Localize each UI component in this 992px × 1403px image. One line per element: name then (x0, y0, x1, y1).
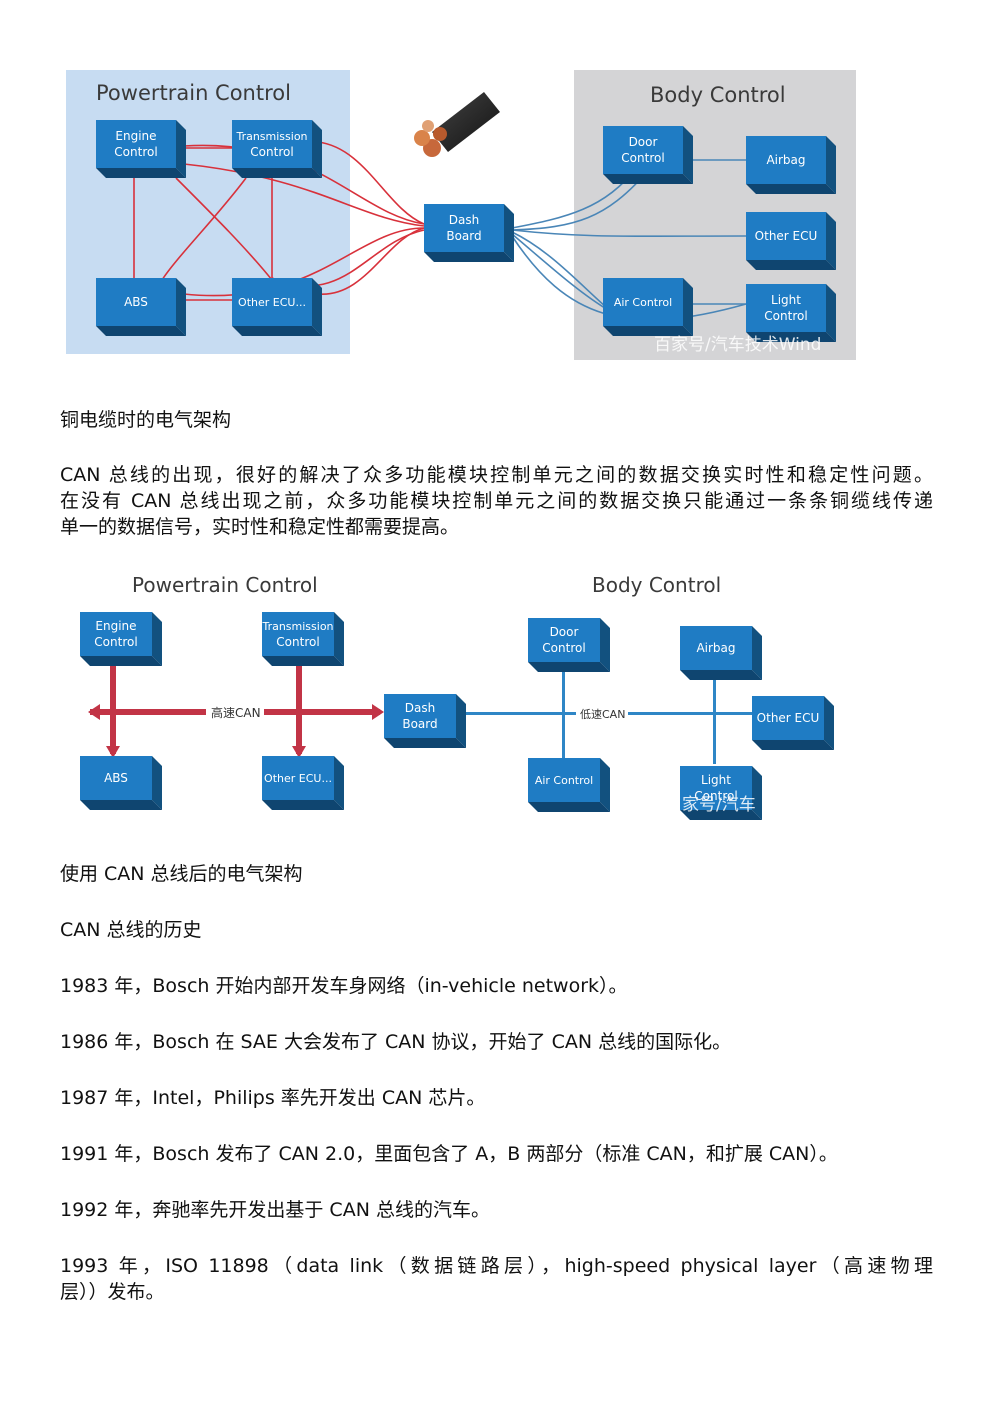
history-heading: CAN 总线的历史 (60, 917, 933, 943)
ecu-node-other_pt: Other ECU... (232, 278, 322, 336)
ecu-node-label: Other ECU... (238, 296, 306, 309)
ecu-node-label: Control (764, 309, 807, 323)
ecu-node-label: Control (250, 145, 293, 159)
history-item: 1993 年，ISO 11898（data link（数据链路层），high-s… (60, 1253, 933, 1305)
history-line: 层））发布。 (60, 1279, 933, 1305)
ecu-node-other_body: Other ECU (746, 212, 836, 270)
ecu-node-label: Other ECU (757, 711, 820, 725)
ecu-node-label: Board (402, 717, 437, 731)
ecu-node-label: ABS (104, 771, 128, 785)
ecu-node-label: Transmission (261, 620, 333, 633)
powertrain-title: Powertrain Control (132, 573, 318, 597)
caption-can: 使用 CAN 总线后的电气架构 (60, 861, 933, 887)
low-can-label: 低速CAN (580, 708, 625, 721)
watermark: 百家号/汽车技术Wind (654, 335, 821, 355)
ecu-node-other_pt: Other ECU... (262, 756, 344, 810)
ecu-node-label: Light (701, 773, 731, 787)
ecu-node-air: Air Control (528, 758, 610, 812)
history-item: 1986 年，Bosch 在 SAE 大会发布了 CAN 协议，开始了 CAN … (60, 1029, 933, 1055)
copper-cable-architecture-diagram: Powertrain Control Body Control EngineCo… (66, 68, 858, 362)
ecu-node-label: Door (629, 135, 658, 149)
history-item: 1987 年，Intel，Philips 率先开发出 CAN 芯片。 (60, 1085, 933, 1111)
ecu-node-other_body: Other ECU (752, 696, 834, 750)
ecu-node-label: Transmission (235, 130, 307, 143)
ecu-node-airbag: Airbag (680, 626, 762, 680)
ecu-node-label: Control (621, 151, 664, 165)
paragraph-line: CAN 总线的出现，很好的解决了众多功能模块控制单元之间的数据交换实时性和稳定性… (60, 462, 933, 488)
paragraph-line: 单一的数据信号，实时性和稳定性都需要提高。 (60, 514, 933, 540)
ecu-node-label: Control (114, 145, 157, 159)
history-line: 1993 年，ISO 11898（data link（数据链路层），high-s… (60, 1253, 933, 1279)
body-title: Body Control (592, 573, 721, 597)
ecu-node-abs: ABS (96, 278, 186, 336)
can-bus-architecture-diagram: Powertrain Control Body Control 高速CAN 低速… (66, 568, 858, 824)
ecu-node-label: Air Control (535, 774, 593, 787)
ecu-node-label: ABS (124, 295, 148, 309)
watermark: 家号/汽车 (682, 795, 756, 815)
ecu-node-label: Engine (115, 129, 156, 143)
ecu-node-air: Air Control (603, 278, 693, 336)
powertrain-title: Powertrain Control (96, 81, 291, 105)
ecu-node-label: Control (94, 635, 137, 649)
ecu-node-label: Light (771, 293, 801, 307)
history-item: 1983 年，Bosch 开始内部开发车身网络（in-vehicle netwo… (60, 973, 933, 999)
body-title: Body Control (650, 83, 786, 107)
history-item: 1992 年，奔驰率先开发出基于 CAN 总线的汽车。 (60, 1197, 933, 1223)
caption-copper: 铜电缆时的电气架构 (60, 407, 933, 433)
ecu-node-label: Dash (449, 213, 479, 227)
ecu-node-label: Control (276, 635, 319, 649)
high-can-label: 高速CAN (211, 705, 261, 720)
paragraph-intro: CAN 总线的出现，很好的解决了众多功能模块控制单元之间的数据交换实时性和稳定性… (60, 462, 933, 540)
ecu-node-airbag: Airbag (746, 136, 836, 194)
ecu-node-label: Control (542, 641, 585, 655)
ecu-node-label: Other ECU (755, 229, 818, 243)
copper-cable-icon (414, 92, 500, 157)
history-item: 1991 年，Bosch 发布了 CAN 2.0，里面包含了 A，B 两部分（标… (60, 1141, 933, 1167)
ecu-node-label: Air Control (614, 296, 672, 309)
ecu-node-label: Airbag (766, 153, 805, 167)
paragraph-line: 在没有 CAN 总线出现之前，众多功能模块控制单元之间的数据交换只能通过一条条铜… (60, 488, 933, 514)
ecu-node-label: Engine (95, 619, 136, 633)
ecu-node-label: Board (446, 229, 481, 243)
ecu-node-abs: ABS (80, 756, 162, 810)
ecu-node-label: Airbag (696, 641, 735, 655)
ecu-node-label: Dash (405, 701, 435, 715)
ecu-node-label: Other ECU... (264, 772, 332, 785)
ecu-node-label: Door (550, 625, 579, 639)
